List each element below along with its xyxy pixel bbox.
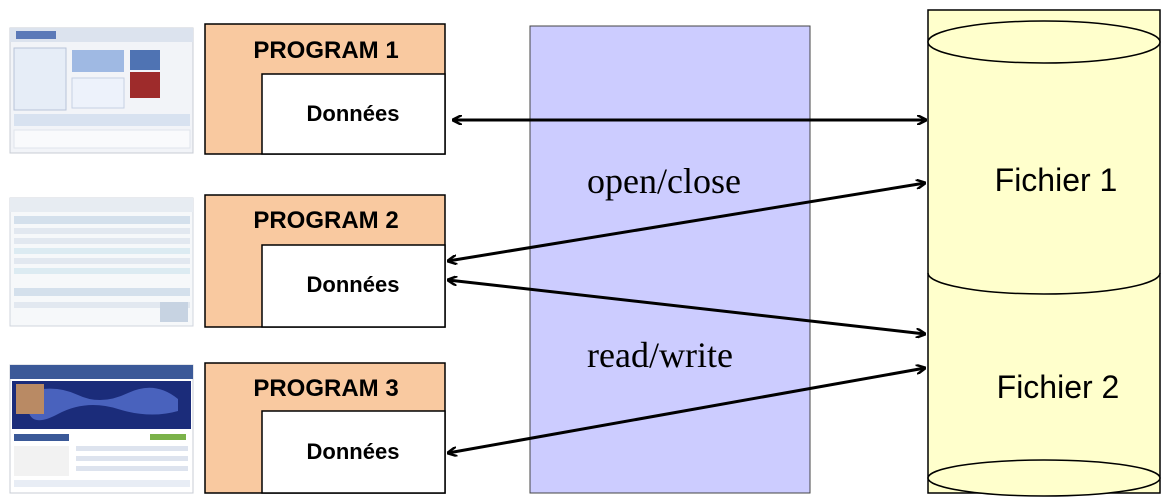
program-2-data-label: Données bbox=[307, 272, 400, 297]
program-3-data-box bbox=[261, 410, 446, 494]
os-layer: open/close read/write bbox=[529, 25, 811, 494]
program-1-screenshot-thumbnail bbox=[9, 27, 194, 154]
file-storage: Fichier 1 Fichier 2 bbox=[927, 9, 1161, 497]
os-layer-box bbox=[529, 25, 811, 494]
file-storage-body bbox=[927, 9, 1161, 494]
open-close-label: open/close bbox=[587, 161, 741, 201]
program-3-title: PROGRAM 3 bbox=[253, 375, 398, 402]
file-1-label: Fichier 1 bbox=[995, 162, 1118, 198]
read-write-label: read/write bbox=[587, 335, 733, 375]
program-3-data-label: Données bbox=[307, 439, 400, 464]
arrow-program3-file2 bbox=[448, 368, 925, 453]
arrow-program2-file1 bbox=[448, 183, 925, 261]
program-2-screenshot-thumbnail bbox=[9, 197, 194, 327]
file-storage-bottom-ellipse bbox=[927, 459, 1161, 497]
file-2-label: Fichier 2 bbox=[997, 369, 1120, 405]
program-2-title: PROGRAM 2 bbox=[253, 207, 398, 234]
arrow-program2-file2 bbox=[448, 280, 925, 334]
program-3-screenshot-thumbnail bbox=[9, 364, 194, 494]
program-1-data-label: Données bbox=[307, 101, 400, 126]
file-1-bottom-curve bbox=[927, 272, 1161, 295]
access-arrows bbox=[448, 120, 926, 453]
program-1-title: PROGRAM 1 bbox=[253, 37, 398, 64]
program-2-data-box bbox=[261, 244, 446, 328]
program-3: PROGRAM 3 Données bbox=[204, 362, 446, 494]
program-2: PROGRAM 2 Données bbox=[204, 194, 446, 328]
file-storage-top-ellipse bbox=[927, 20, 1161, 64]
program-1-data-box bbox=[261, 73, 446, 155]
program-1: PROGRAM 1 Données bbox=[204, 23, 446, 155]
